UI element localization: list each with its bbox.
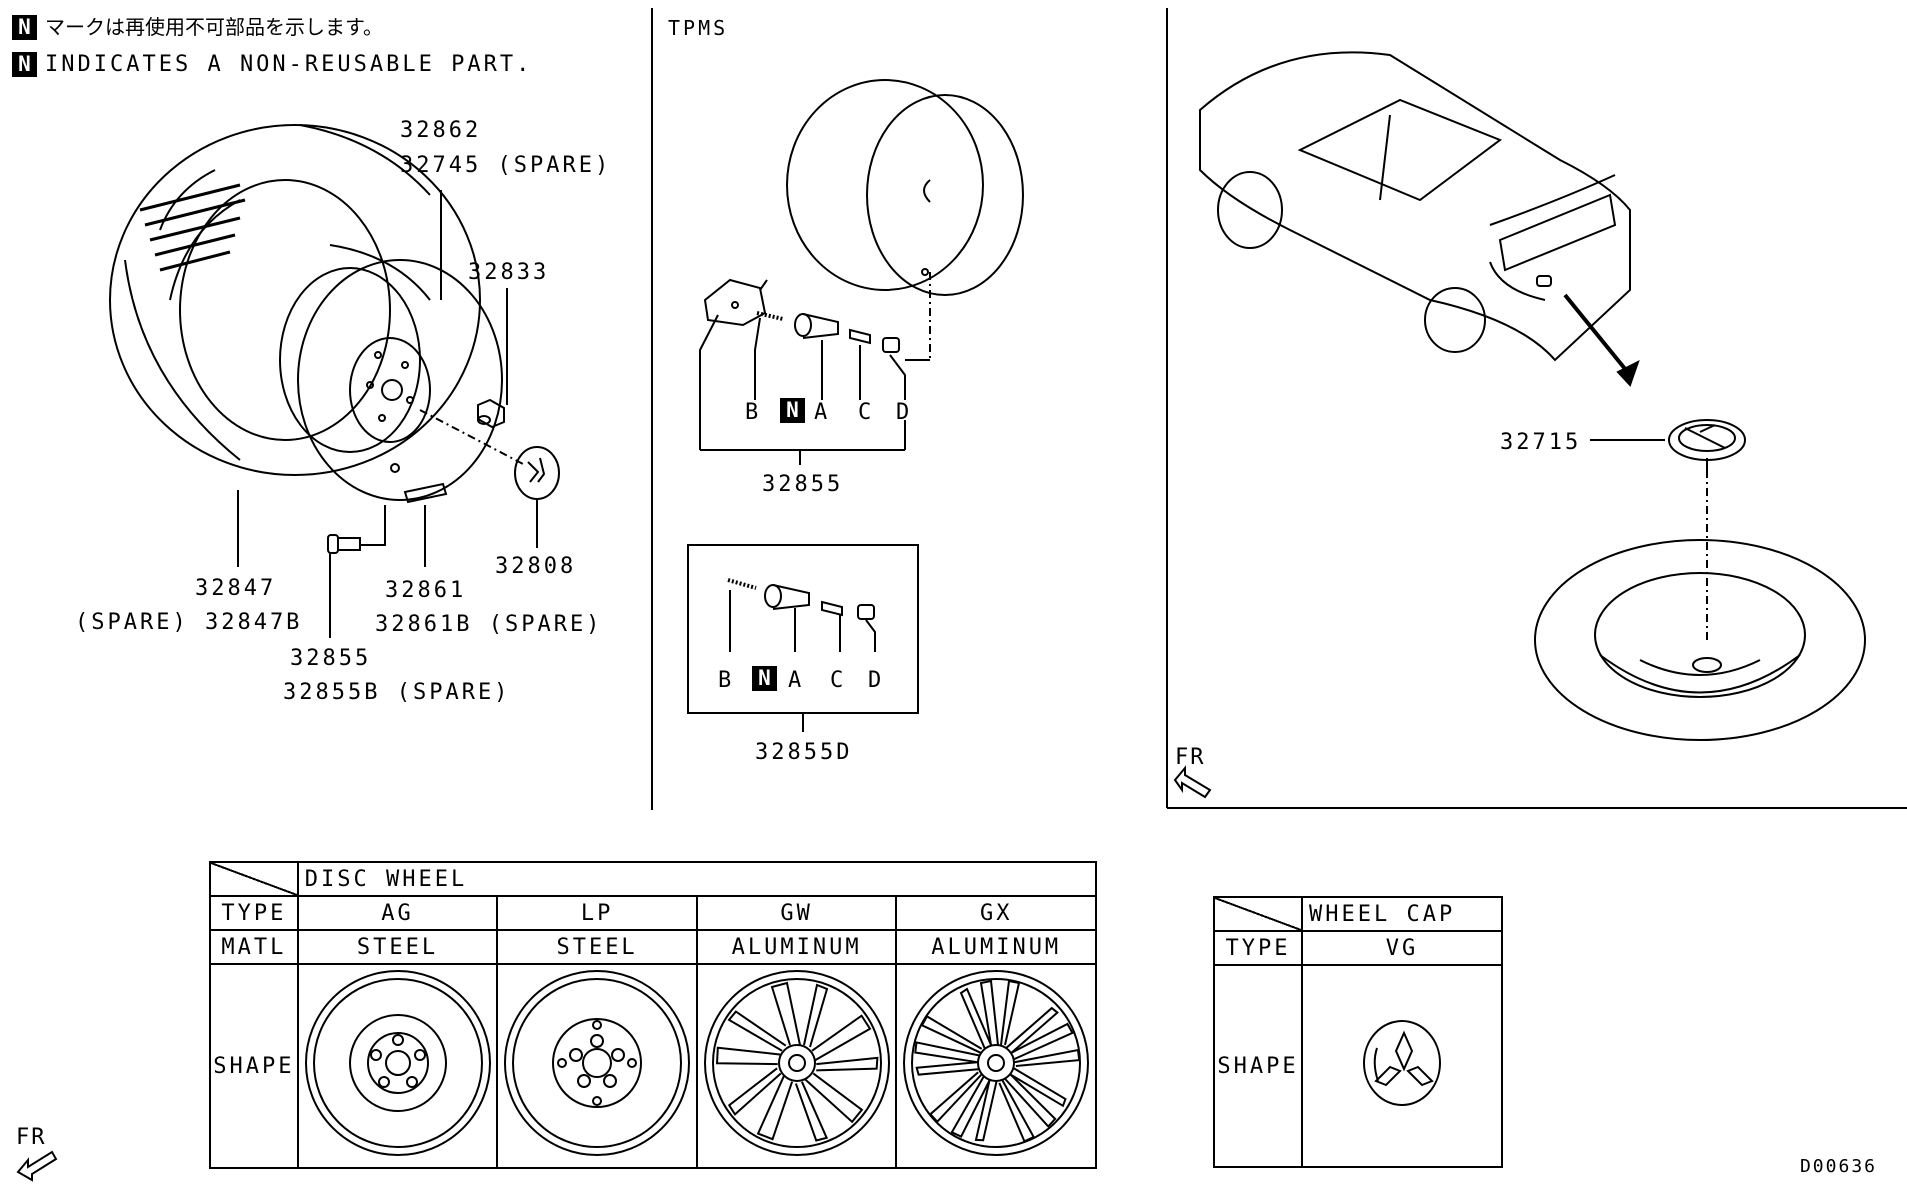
notice-en-text: INDICATES A NON-REUSABLE PART. [45, 52, 533, 77]
tpms-label-d: D [896, 400, 913, 425]
fr-label-bottom: FR [16, 1125, 47, 1150]
cap-row-type-header: TYPE [1213, 930, 1303, 966]
valve-stem-icon [327, 534, 361, 554]
non-reusable-mark: N [12, 15, 37, 40]
tpms-screw-icon [756, 311, 784, 321]
balance-weight-icon [403, 482, 448, 504]
kit-n-mark: N [752, 666, 777, 691]
matl-gx: ALUMINUM [895, 929, 1097, 965]
row-matl-header: MATL [209, 929, 299, 965]
shape-gx [895, 963, 1097, 1169]
lug-nut-icon [477, 398, 505, 429]
label-32715: 32715 [1500, 430, 1582, 455]
tpms-section-title: TPMS [668, 16, 729, 40]
label-32833: 32833 [468, 260, 550, 285]
front-arrow-icon-bottom [16, 1150, 58, 1182]
wheel-cap-table: WHEEL CAP TYPE VG SHAPE [1213, 896, 1503, 1168]
steel-wheel-icon [504, 970, 691, 1156]
alloy-wheel-icon [903, 970, 1090, 1156]
shape-ag [296, 963, 499, 1169]
label-32861b: 32861B (SPARE) [375, 612, 603, 637]
tpms-sensor-icon [703, 278, 768, 327]
tpms-kit-core-icon [821, 600, 843, 617]
tire-icon [109, 124, 481, 476]
label-32847: 32847 [195, 576, 277, 601]
wheel-cap-icon [1363, 1020, 1441, 1106]
type-ag: AG [296, 895, 499, 931]
tpms-label-a: A [814, 400, 831, 425]
alloy-wheel-icon [703, 970, 890, 1156]
tpms-core-icon [849, 328, 871, 345]
type-lp: LP [496, 895, 698, 931]
non-reusable-mark: N [12, 52, 37, 77]
disc-wheel-table: DISC WHEEL TYPE AG LP GW GX MATL STEEL S… [209, 861, 1098, 1169]
row-shape-header: SHAPE [209, 963, 299, 1169]
center-cap-icon [514, 446, 560, 500]
matl-lp: STEEL [496, 929, 698, 965]
tpms-label-b: B [745, 400, 762, 425]
shape-gw [695, 963, 898, 1169]
row-type-header: TYPE [209, 895, 299, 931]
label-32855b: 32855B (SPARE) [283, 680, 511, 705]
diagram-code: D00636 [1799, 1156, 1877, 1177]
disc-wheel-title: DISC WHEEL [296, 861, 1098, 897]
kit-label-a: A [788, 668, 805, 693]
tpms-cap-icon [882, 337, 900, 353]
steel-wheel-icon [304, 970, 491, 1156]
tpms-kit-cap-icon [857, 604, 875, 620]
label-tpms-32855: 32855 [762, 472, 844, 497]
matl-ag: STEEL [296, 929, 499, 965]
label-32808: 32808 [495, 554, 577, 579]
shape-vg [1301, 964, 1503, 1168]
label-32862: 32862 [400, 118, 482, 143]
front-arrow-icon [1173, 765, 1212, 799]
notice-jp-text: マークは再使用不可部品を示します。 [45, 15, 383, 39]
notice-en: N INDICATES A NON-REUSABLE PART. [12, 52, 532, 77]
vehicle-icon [1199, 51, 1631, 362]
tpms-label-c: C [858, 400, 875, 425]
kit-label-d: D [868, 668, 885, 693]
label-32855: 32855 [290, 646, 372, 671]
spare-hold-down-icon [1668, 419, 1746, 470]
tpms-valve-icon [794, 313, 839, 339]
tpms-wheel-icon [786, 79, 1024, 296]
label-32745: 32745 (SPARE) [400, 153, 612, 178]
notice-jp: N マークは再使用不可部品を示します。 [12, 15, 383, 40]
matl-gw: ALUMINUM [695, 929, 898, 965]
shape-lp [496, 963, 698, 1169]
leader-32808-axis [419, 409, 526, 466]
kit-label-c: C [830, 668, 847, 693]
spare-tire-icon [1534, 539, 1866, 741]
wheel-cap-title: WHEEL CAP [1301, 896, 1503, 932]
kit-label-b: B [718, 668, 735, 693]
tpms-kit-valve-icon [764, 584, 810, 610]
fr-label-right: FR [1175, 745, 1206, 770]
cap-table-corner [1213, 896, 1303, 932]
tpms-n-mark: N [780, 398, 805, 423]
cap-type-vg: VG [1301, 930, 1503, 966]
wheel-rim-icon [279, 244, 503, 501]
cap-row-shape-header: SHAPE [1213, 964, 1303, 1168]
pointer-arrow-head [1616, 360, 1640, 387]
type-gw: GW [695, 895, 898, 931]
pointer-arrow-line [1563, 293, 1632, 377]
label-32861: 32861 [385, 578, 467, 603]
label-32847b: (SPARE) 32847B [75, 610, 303, 635]
tpms-kit-screw-icon [727, 578, 757, 590]
label-32855d: 32855D [755, 740, 853, 765]
table-corner [209, 861, 299, 897]
type-gx: GX [895, 895, 1097, 931]
